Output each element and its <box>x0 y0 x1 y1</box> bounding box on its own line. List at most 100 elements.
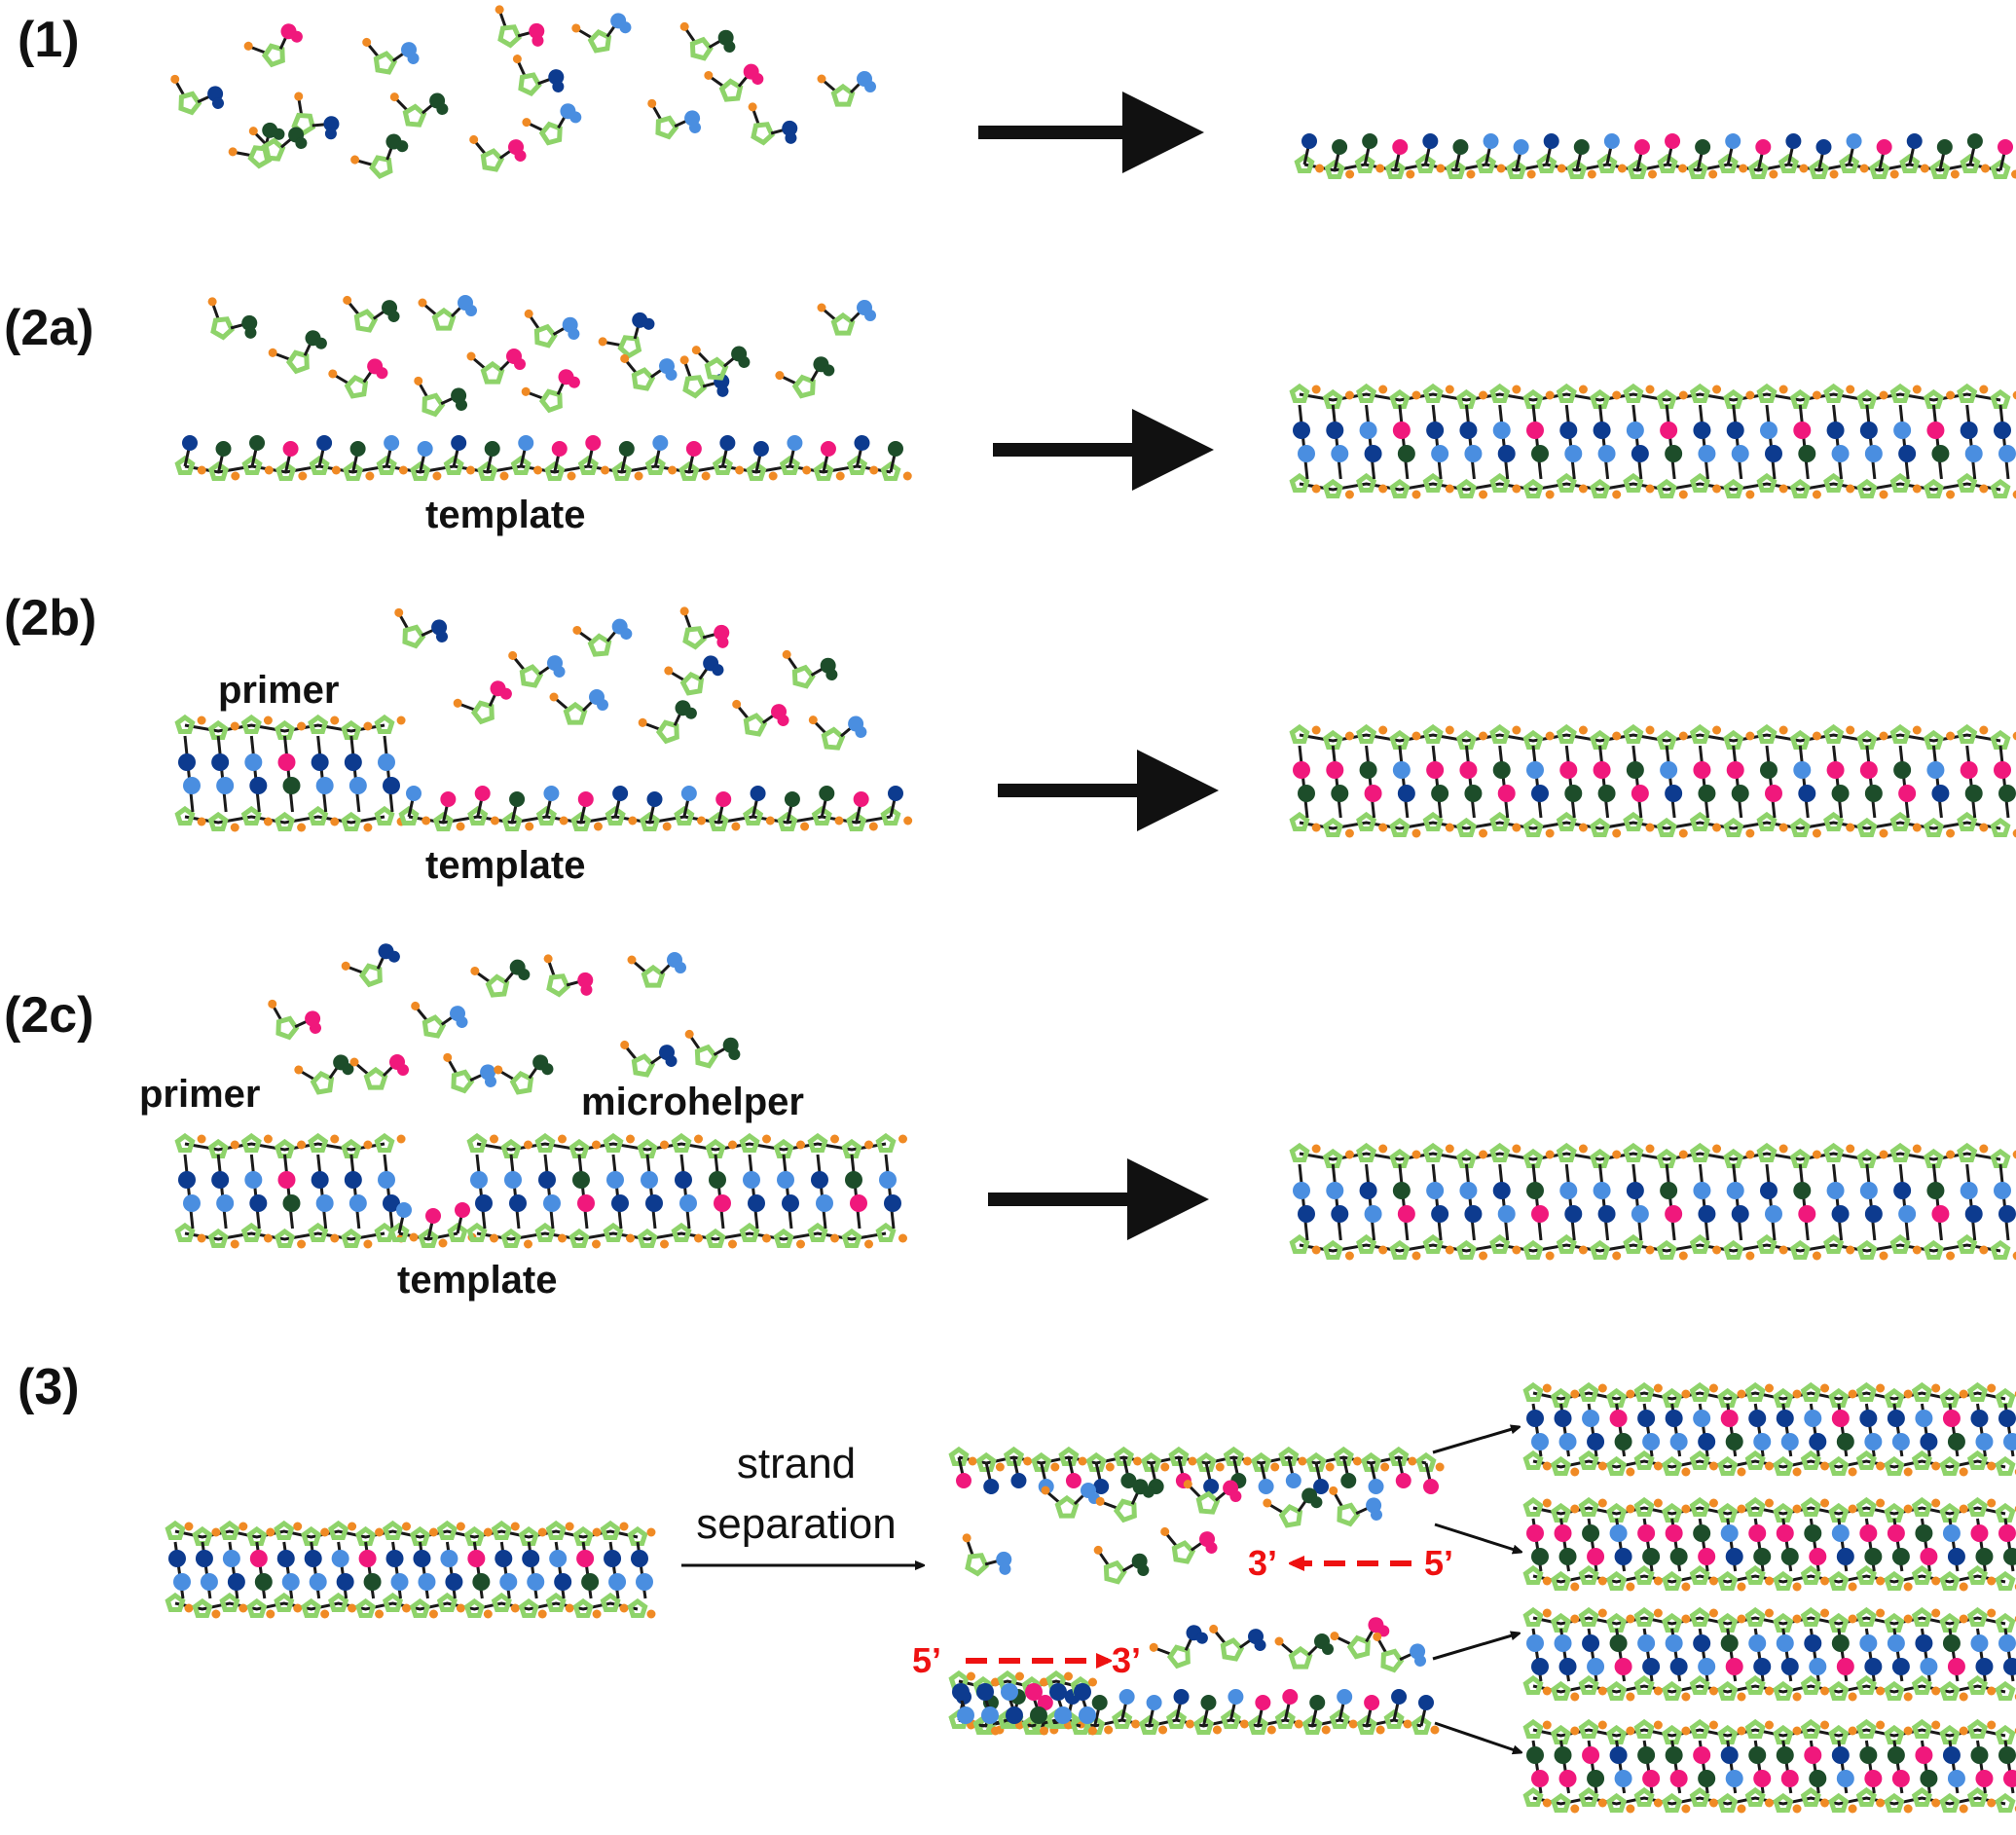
dark-green-base <box>314 337 327 349</box>
bond <box>839 725 853 738</box>
bond <box>1148 1707 1155 1727</box>
bond <box>1310 1707 1318 1727</box>
phosphate-dot <box>1408 1456 1417 1466</box>
phosphate-dot <box>1064 1671 1073 1681</box>
dark-blue-base <box>211 753 230 771</box>
sugar-ring <box>1445 159 1466 179</box>
phosphate-dot <box>1403 1719 1412 1729</box>
dark-green-base <box>1558 1548 1577 1565</box>
phosphate-dot <box>1380 1462 1390 1472</box>
phosphate-dot <box>808 716 818 725</box>
dark-blue-base <box>1804 1634 1822 1652</box>
dark-blue-base <box>227 1573 245 1591</box>
phosphate-dot <box>495 5 504 15</box>
magenta-base <box>1780 1770 1799 1787</box>
sugar-ring <box>577 455 599 475</box>
phosphate-dot <box>1946 828 1956 838</box>
sugar-ring <box>1556 383 1577 403</box>
phosphate-dot <box>1737 1726 1746 1736</box>
base-pair-bond <box>1765 745 1777 819</box>
bond <box>557 115 567 129</box>
phosphate-dot <box>647 98 657 108</box>
phosphate-dot <box>230 823 239 832</box>
phosphate-dot <box>1792 1504 1802 1514</box>
dark-green-base <box>845 1171 862 1189</box>
sugar-ring <box>880 805 901 826</box>
dark-blue-base <box>1531 1658 1549 1675</box>
phosphate-dot <box>628 816 638 826</box>
bond <box>397 1215 405 1234</box>
phosphate-dot <box>1648 169 1657 179</box>
base-pair-bond <box>1398 404 1410 480</box>
sugar-ring <box>1414 153 1436 173</box>
sugar-ring <box>1823 1233 1845 1254</box>
phosphate-dot <box>902 471 912 481</box>
phosphate-dot <box>567 471 576 481</box>
phosphate-dot <box>428 1609 438 1619</box>
template-strand-2a <box>174 435 912 481</box>
magenta-base <box>1377 1625 1390 1637</box>
product-arrow-3 <box>1432 1633 1519 1661</box>
phosphate-dot <box>1597 1798 1607 1808</box>
phosphate-dot <box>1378 725 1388 735</box>
phosphate-dot <box>1812 828 1821 838</box>
light-blue-base <box>384 435 400 451</box>
dark-green-base <box>1831 785 1850 802</box>
phosphate-dot <box>1987 1798 1997 1808</box>
sugar-ring <box>1475 153 1497 173</box>
sugar-ring <box>1522 1718 1544 1739</box>
bond <box>1392 1702 1400 1721</box>
sugar-ring <box>1744 1786 1766 1807</box>
phosphate-dot <box>1846 1144 1855 1154</box>
sugar-ring <box>1522 478 1544 498</box>
light-blue-base <box>1564 445 1583 462</box>
phosphate-dot <box>1526 169 1536 179</box>
phosphate-dot <box>1512 725 1521 735</box>
phosphate-dot <box>512 55 522 64</box>
light-blue-base <box>1793 761 1812 779</box>
bond <box>1341 1456 1349 1476</box>
bond <box>1365 1707 1373 1727</box>
bond <box>856 448 862 467</box>
magenta-base <box>376 367 388 380</box>
sugar-ring <box>534 1132 556 1153</box>
magenta-base <box>1609 1410 1628 1427</box>
dark-green-base <box>1573 139 1590 155</box>
phosphate-dot <box>1812 731 1821 741</box>
sugar-ring <box>374 805 395 826</box>
dark-green-base <box>1780 1548 1799 1565</box>
sugar-ring <box>466 1222 488 1242</box>
phosphate-dot <box>1597 1576 1607 1586</box>
sugar-ring <box>535 805 557 826</box>
phosphate-dot <box>1626 1726 1635 1736</box>
sugar-ring <box>501 811 523 831</box>
phosphate-dot <box>1879 828 1888 838</box>
phosphate-dot <box>1570 1582 1580 1592</box>
phosphate-dot <box>796 1239 805 1249</box>
sugar-ring <box>777 811 798 831</box>
product-duplex-2c <box>1289 1142 2016 1261</box>
phosphate-dot <box>1479 731 1488 741</box>
phosphate-dot <box>782 649 791 659</box>
light-blue-base <box>1293 1182 1310 1199</box>
sugar-ring <box>1828 1570 1850 1591</box>
sugar-ring <box>341 811 362 831</box>
phosphate-dot <box>1645 1144 1655 1154</box>
base-pair-bond <box>1931 745 1943 819</box>
sugar-ring <box>308 805 329 826</box>
sugar-ring <box>1356 383 1377 403</box>
bond <box>1190 1541 1204 1552</box>
phosphate-dot <box>1645 725 1655 735</box>
phosphate-dot <box>835 471 845 481</box>
phosphate-dot <box>1903 1692 1913 1702</box>
dark-green-base <box>1397 445 1415 462</box>
phosphate-dot <box>1542 1461 1552 1471</box>
light-blue-base <box>1483 133 1499 149</box>
nucleotide-monomer <box>362 37 420 75</box>
phosphate-dot <box>363 1239 373 1249</box>
phosphate-dot <box>1215 1462 1225 1472</box>
dark-green-base <box>249 435 266 451</box>
phosphate-dot <box>1708 1720 1718 1730</box>
sugar-ring <box>1356 811 1377 831</box>
sugar-ring <box>1717 1455 1739 1476</box>
